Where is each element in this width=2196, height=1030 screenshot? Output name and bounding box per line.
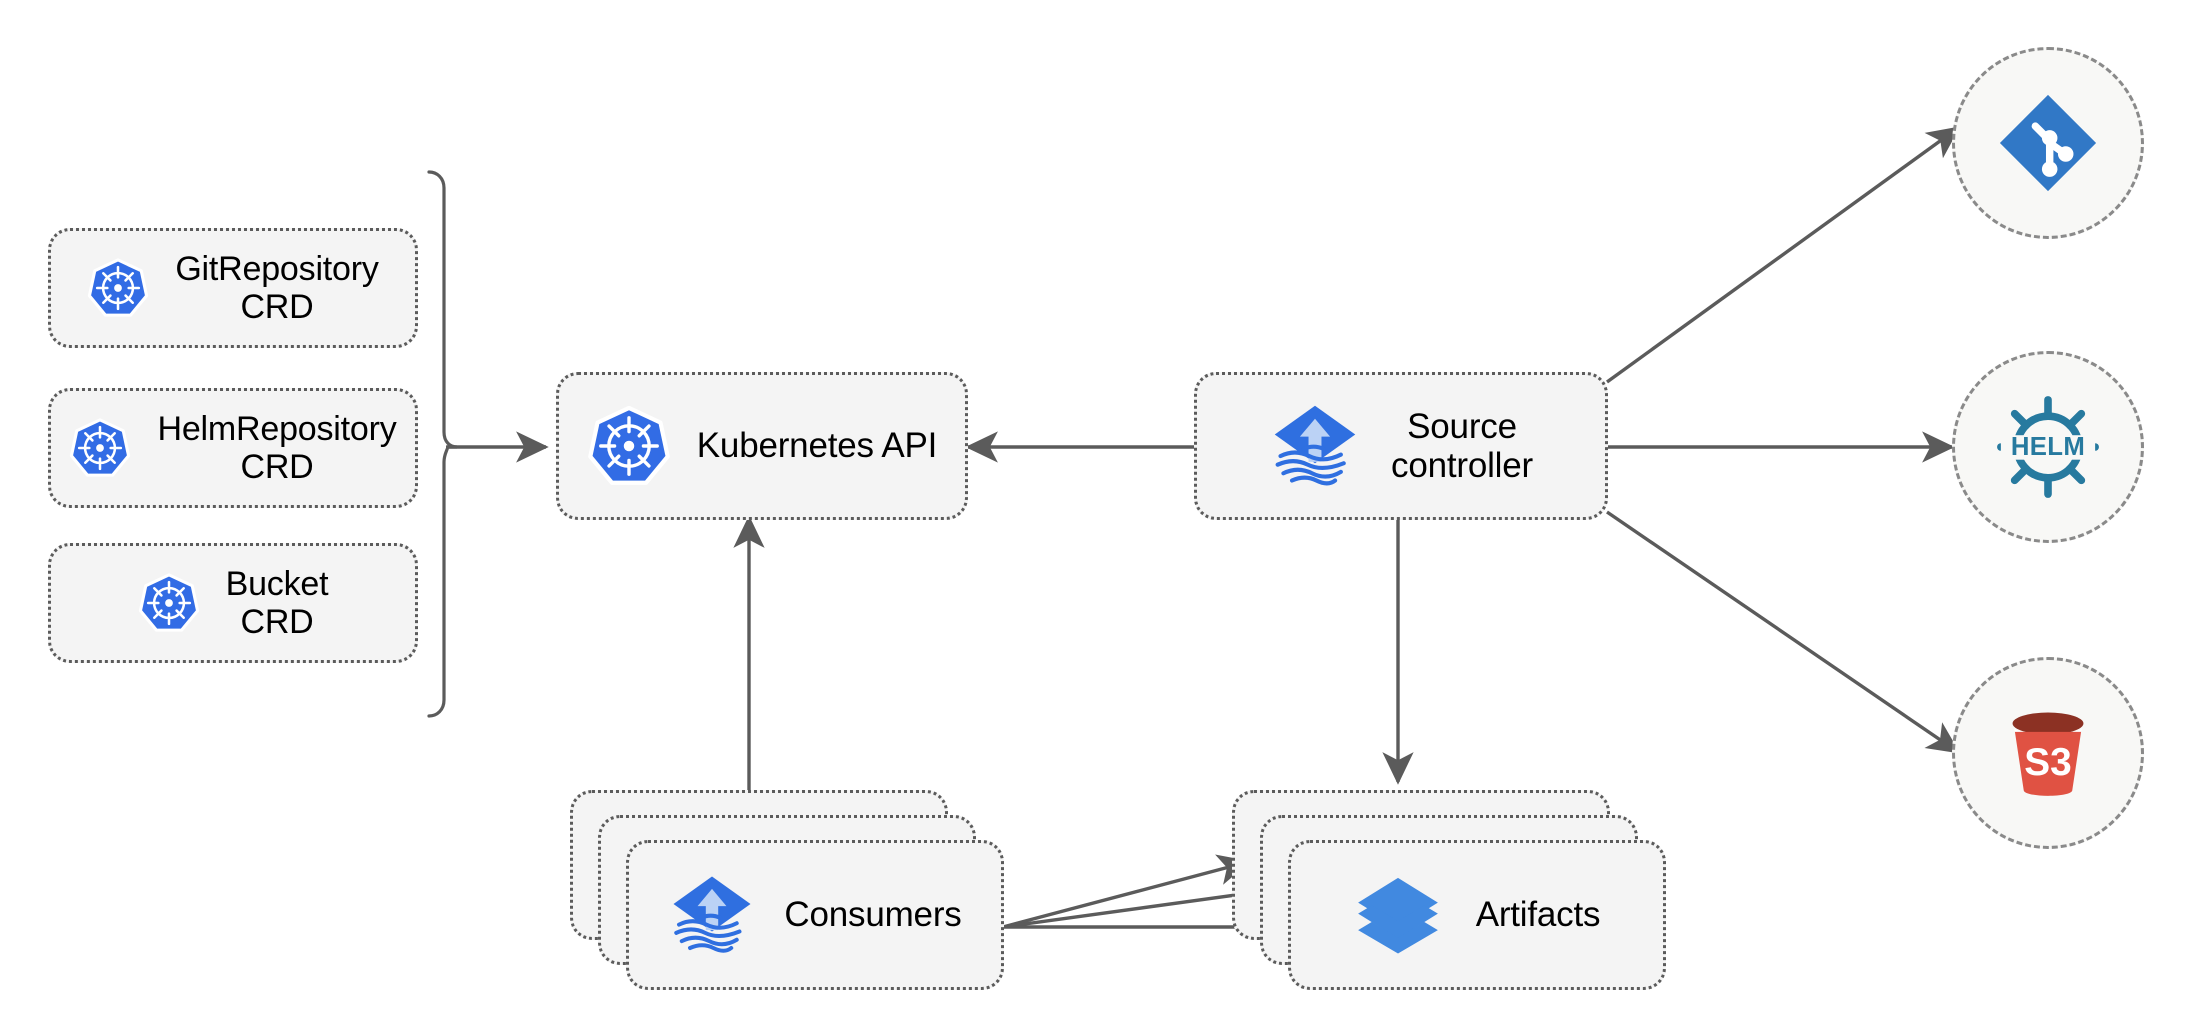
- s3-label: S3: [2024, 741, 2071, 784]
- git-icon: [1999, 94, 2097, 192]
- s3-bucket-icon: S3: [2012, 712, 2084, 796]
- node-label: Source controller: [1391, 406, 1533, 485]
- endpoint-git[interactable]: [1952, 47, 2144, 239]
- crd-label: GitRepository CRD: [175, 249, 379, 326]
- flux-icon: [673, 876, 751, 953]
- arrow-source-controller-to-git: [1606, 126, 1961, 384]
- node-artifacts[interactable]: Artifacts: [1288, 840, 1666, 990]
- arrow-consumers-to-artifacts-1: [1002, 854, 1251, 929]
- helm-label: HELM: [2011, 433, 2085, 461]
- kubernetes-icon: [70, 418, 131, 477]
- node-label: Kubernetes API: [696, 426, 938, 466]
- node-label: Consumers: [784, 895, 962, 935]
- endpoint-s3[interactable]: S3: [1952, 657, 2144, 849]
- node-gitrepository-crd[interactable]: GitRepository CRD: [48, 228, 418, 348]
- node-kubernetes-api[interactable]: Kubernetes API: [556, 372, 968, 520]
- node-label: Artifacts: [1475, 895, 1601, 935]
- crd-label: HelmRepository CRD: [157, 409, 397, 486]
- helm-icon: HELM: [1997, 396, 2099, 498]
- node-bucket-crd[interactable]: Bucket CRD: [48, 543, 418, 663]
- node-helmrepository-crd[interactable]: HelmRepository CRD: [48, 388, 418, 508]
- kubernetes-icon: [138, 573, 199, 632]
- flux-icon: [1274, 405, 1356, 486]
- kubernetes-icon: [88, 258, 149, 317]
- endpoint-helm[interactable]: HELM: [1952, 351, 2144, 543]
- layers-icon: [1357, 877, 1438, 954]
- crd-group-bracket: [427, 170, 458, 718]
- kubernetes-icon: [587, 405, 670, 485]
- crd-label: Bucket CRD: [225, 564, 329, 641]
- node-source-controller[interactable]: Source controller: [1194, 372, 1608, 520]
- node-consumers[interactable]: Consumers: [626, 840, 1004, 990]
- arrow-source-controller-to-s3: [1606, 510, 1961, 754]
